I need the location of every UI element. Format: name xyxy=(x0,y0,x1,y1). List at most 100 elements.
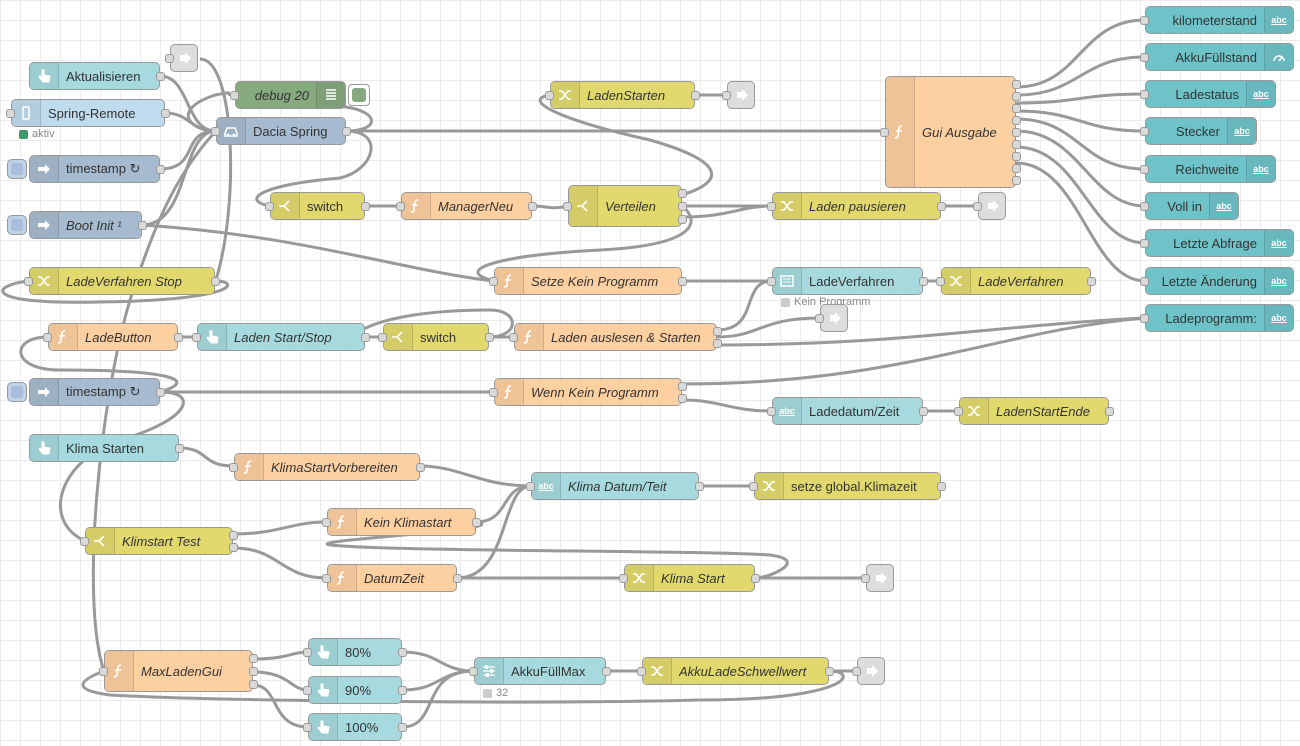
input-port[interactable] xyxy=(1140,126,1149,136)
output-port[interactable] xyxy=(751,573,760,583)
input-port[interactable] xyxy=(1140,52,1149,62)
output-port[interactable] xyxy=(161,108,170,118)
ladeverfahren-stop-node[interactable]: LadeVerfahren Stop xyxy=(29,267,215,295)
button-100-node[interactable]: 100% xyxy=(308,713,402,741)
output-port[interactable] xyxy=(713,326,722,336)
input-port[interactable] xyxy=(545,90,554,100)
input-port[interactable] xyxy=(1140,238,1149,248)
output-port[interactable] xyxy=(937,201,946,211)
button-90-node[interactable]: 90% xyxy=(308,676,402,704)
output-port[interactable] xyxy=(695,481,704,491)
boot-init-inject-node[interactable]: Boot Init ¹ xyxy=(29,211,142,239)
input-port[interactable] xyxy=(563,201,572,211)
gui-ausgabe-node[interactable]: Gui Ausgabe xyxy=(885,76,1016,188)
output-port[interactable] xyxy=(825,666,834,676)
output-port[interactable] xyxy=(1105,406,1114,416)
input-port[interactable] xyxy=(722,90,731,100)
output-port[interactable] xyxy=(156,387,165,397)
output-port[interactable] xyxy=(678,276,687,286)
inject-trigger-button[interactable] xyxy=(7,215,27,235)
link-out-node[interactable] xyxy=(170,44,198,72)
input-port[interactable] xyxy=(954,406,963,416)
input-port[interactable] xyxy=(322,573,331,583)
link-out-node[interactable] xyxy=(857,657,885,685)
output-port[interactable] xyxy=(937,481,946,491)
output-port[interactable] xyxy=(602,666,611,676)
input-port[interactable] xyxy=(80,536,89,546)
output-port[interactable] xyxy=(528,201,537,211)
output-port[interactable] xyxy=(919,406,928,416)
ladedatum-zeit-node[interactable]: abc Ladedatum/Zeit xyxy=(772,397,923,425)
output-port[interactable] xyxy=(229,530,238,540)
output-port[interactable] xyxy=(678,214,687,224)
output-port[interactable] xyxy=(1012,91,1021,101)
input-port[interactable] xyxy=(396,201,405,211)
output-port[interactable] xyxy=(398,647,407,657)
stecker-ui-node[interactable]: Stecker abc xyxy=(1145,117,1257,145)
timestamp-inject-node-1[interactable]: timestamp ↻ xyxy=(29,155,160,183)
input-port[interactable] xyxy=(230,90,239,100)
output-port[interactable] xyxy=(691,90,700,100)
laden-start-ende-node[interactable]: LadenStartEnde xyxy=(959,397,1109,425)
timestamp-inject-node-2[interactable]: timestamp ↻ xyxy=(29,378,160,406)
input-port[interactable] xyxy=(303,722,312,732)
input-port[interactable] xyxy=(1140,201,1149,211)
output-port[interactable] xyxy=(211,276,220,286)
setze-kein-programm-node[interactable]: Setze Kein Programm xyxy=(494,267,682,295)
dacia-spring-node[interactable]: Dacia Spring xyxy=(216,117,346,145)
output-port[interactable] xyxy=(249,653,258,663)
laden-starten-node[interactable]: LadenStarten xyxy=(550,81,695,109)
klima-start-node[interactable]: Klima Start xyxy=(624,564,755,592)
input-port[interactable] xyxy=(637,666,646,676)
input-port[interactable] xyxy=(265,201,274,211)
output-port[interactable] xyxy=(156,71,165,81)
input-port[interactable] xyxy=(303,685,312,695)
letzte-abfrage-ui-node[interactable]: Letzte Abfrage abc xyxy=(1145,229,1294,257)
akku-full-max-slider-node[interactable]: AkkuFüllMax xyxy=(474,657,606,685)
klimstart-test-switch-node[interactable]: Klimstart Test xyxy=(85,527,233,555)
input-port[interactable] xyxy=(815,313,824,323)
aktualisieren-button-node[interactable]: Aktualisieren xyxy=(29,62,160,90)
output-port[interactable] xyxy=(138,220,147,230)
input-port[interactable] xyxy=(936,276,945,286)
output-port[interactable] xyxy=(678,188,687,198)
input-port[interactable] xyxy=(749,481,758,491)
input-port[interactable] xyxy=(1140,89,1149,99)
input-port[interactable] xyxy=(99,666,108,676)
debug-toggle-button[interactable] xyxy=(348,84,370,106)
voll-in-ui-node[interactable]: Voll in abc xyxy=(1145,192,1239,220)
link-out-node[interactable] xyxy=(978,192,1006,220)
klima-starten-button-node[interactable]: Klima Starten xyxy=(29,434,179,462)
output-port[interactable] xyxy=(678,381,687,391)
output-port[interactable] xyxy=(1012,103,1021,113)
debug-20-node[interactable]: debug 20 xyxy=(235,81,346,109)
input-port[interactable] xyxy=(469,666,478,676)
link-out-node[interactable] xyxy=(866,564,894,592)
output-port[interactable] xyxy=(156,164,165,174)
inject-trigger-button[interactable] xyxy=(7,159,27,179)
input-port[interactable] xyxy=(1140,164,1149,174)
klima-start-vorbereiten-node[interactable]: KlimaStartVorbereiten xyxy=(234,453,420,481)
output-port[interactable] xyxy=(1087,276,1096,286)
output-port[interactable] xyxy=(416,462,425,472)
input-port[interactable] xyxy=(6,108,15,118)
laden-auslesen-starten-node[interactable]: Laden auslesen & Starten xyxy=(514,323,717,351)
kein-klimastart-node[interactable]: Kein Klimastart xyxy=(327,508,476,536)
output-port[interactable] xyxy=(472,517,481,527)
input-port[interactable] xyxy=(509,332,518,342)
output-port[interactable] xyxy=(485,332,494,342)
input-port[interactable] xyxy=(526,481,535,491)
input-port[interactable] xyxy=(880,127,889,137)
input-port[interactable] xyxy=(489,276,498,286)
input-port[interactable] xyxy=(211,126,220,136)
manager-neu-node[interactable]: ManagerNeu xyxy=(401,192,532,220)
klima-datum-teit-node[interactable]: abc Klima Datum/Teit xyxy=(531,472,699,500)
max-laden-gui-node[interactable]: MaxLadenGui xyxy=(104,650,253,692)
ladeverfahren-ui-node[interactable]: LadeVerfahren xyxy=(772,267,923,295)
input-port[interactable] xyxy=(229,462,238,472)
output-port[interactable] xyxy=(678,201,687,211)
output-port[interactable] xyxy=(1012,115,1021,125)
input-port[interactable] xyxy=(767,276,776,286)
setze-global-klimazeit-node[interactable]: setze global.Klimazeit xyxy=(754,472,941,500)
akku-fullstand-ui-node[interactable]: AkkuFüllstand xyxy=(1145,43,1294,71)
